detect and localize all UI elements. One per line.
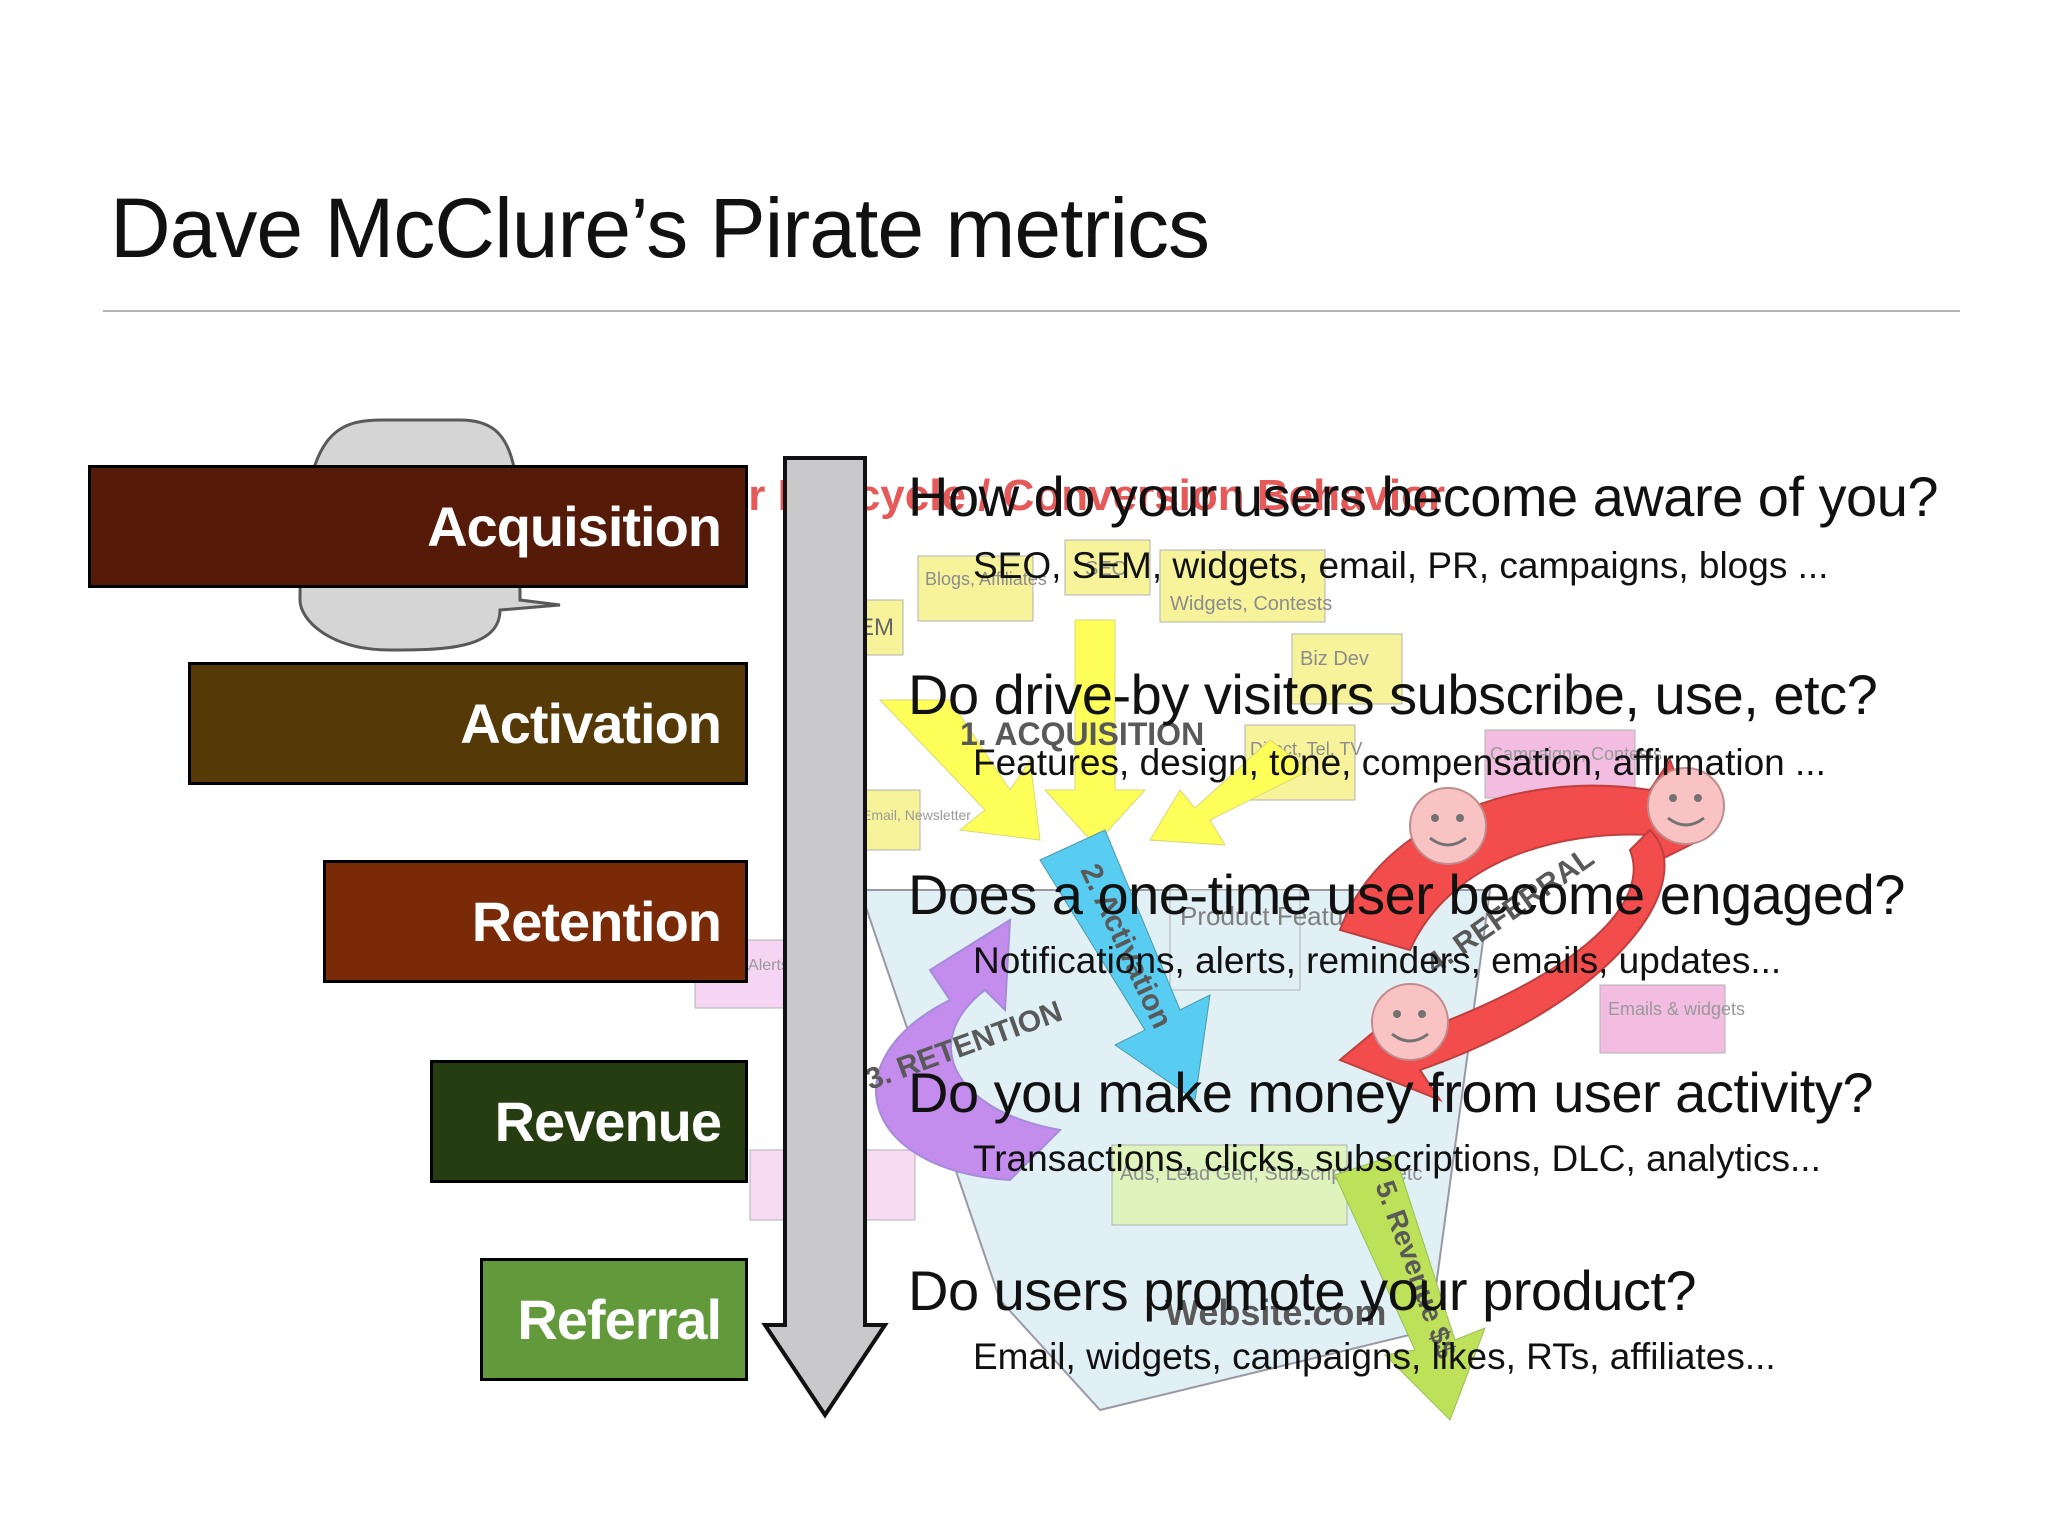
slide-title: Dave McClure’s Pirate metrics (110, 181, 1210, 275)
biz-dev-label: Biz Dev (1300, 648, 1369, 670)
widgets-contests-box (1159, 549, 1326, 623)
stage-label: Acquisition (427, 495, 722, 558)
smiley-3 (1371, 983, 1449, 1061)
campaigns-label: Campaigns, Contests (1490, 744, 1662, 764)
stage-activation: Activation (188, 662, 748, 785)
detail-revenue: Transactions, clicks, subscriptions, DLC… (973, 1138, 1821, 1179)
website-label: Website.com (1165, 1292, 1386, 1333)
stage-revenue: Revenue (430, 1060, 748, 1183)
stage-label: Revenue (494, 1090, 722, 1153)
title-divider (103, 310, 1960, 312)
blogs-box (917, 555, 1034, 622)
stage-acquisition: Acquisition (88, 465, 748, 588)
question-retention: Does a one-time user become engaged? (908, 863, 1905, 926)
emails-widgets-box (1599, 984, 1726, 1054)
seo-label: SEO (1085, 558, 1127, 580)
ads-box (1111, 1144, 1348, 1226)
yellow-arrow-left (878, 699, 1041, 841)
funnel-down-arrow-icon (761, 456, 889, 1419)
stage-label: Referral (517, 1288, 722, 1351)
question-referral: Do users promote your product? (908, 1259, 1697, 1322)
question-revenue: Do you make money from user activity? (908, 1061, 1873, 1124)
yellow-arrow-right (1149, 739, 1311, 846)
stage-retention: Retention (323, 860, 748, 983)
detail-activation: Features, design, tone, compensation, af… (973, 742, 1826, 783)
retention-arrow (875, 918, 1063, 1182)
detail-retention: Notifications, alerts, reminders, emails… (973, 940, 1782, 981)
emails-widgets-label: Emails & widgets (1608, 999, 1745, 1019)
newsletter-box (859, 789, 921, 851)
widgets-contests-label: Widgets, Contests (1170, 593, 1332, 615)
blogs-label: Blogs, Affiliates (925, 569, 1047, 589)
newsletter-label: Email, Newsletter (862, 807, 971, 823)
smiley-2 (1647, 767, 1725, 845)
acquisition-diagram-label: 1. ACQUISITION (960, 716, 1204, 752)
stage-label: Activation (460, 692, 722, 755)
stage-referral: Referral (480, 1258, 748, 1381)
detail-acquisition: SEO, SEM, widgets, email, PR, campaigns,… (973, 545, 1829, 586)
biz-dev-box (1291, 633, 1403, 705)
product-features-box (1169, 889, 1301, 991)
seo-box (1064, 539, 1151, 596)
activation-arrow (1039, 829, 1211, 1101)
detail-referral: Email, widgets, campaigns, likes, RTs, a… (973, 1336, 1776, 1377)
question-activation: Do drive-by visitors subscribe, use, etc… (908, 663, 1878, 726)
yellow-arrow-mid (1043, 619, 1147, 846)
stage-label: Retention (471, 890, 722, 953)
question-acquisition: How do your users become aware of you? (908, 465, 1939, 528)
smiley-1 (1409, 787, 1487, 865)
revenue-arrow (1334, 1154, 1486, 1421)
